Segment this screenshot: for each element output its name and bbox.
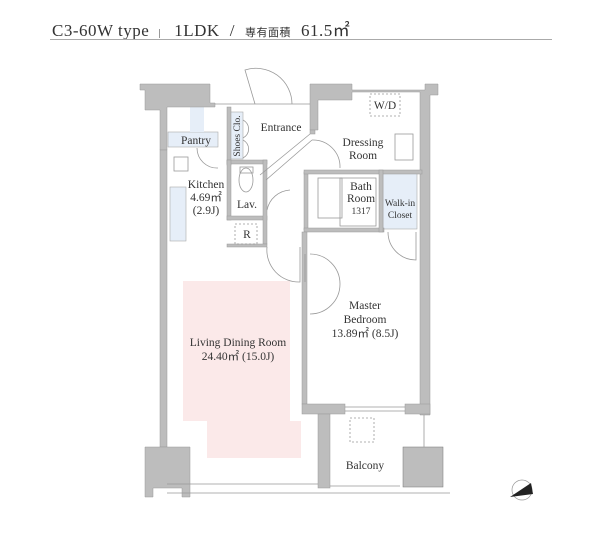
- north-arrow-icon: [510, 479, 533, 501]
- area-value: 61.5㎡: [300, 21, 351, 40]
- label-walkin-1: Walk-in: [385, 199, 416, 209]
- label-bath-2: Room: [347, 193, 375, 205]
- label-pantry: Pantry: [181, 135, 211, 147]
- label-master-area: 13.89㎡ (8.5J): [332, 327, 399, 340]
- type-name: C3-60W type: [52, 21, 150, 40]
- slash: /: [229, 21, 235, 40]
- label-bath-size: 1317: [352, 207, 371, 217]
- label-lav: Lav.: [237, 199, 257, 211]
- label-balcony: Balcony: [346, 460, 385, 472]
- ldr-floor: [183, 281, 301, 458]
- divider: [159, 29, 161, 38]
- label-dressing-2: Room: [349, 150, 377, 162]
- label-shoes-closet: Shoes Clo.: [233, 115, 243, 156]
- layout-type: 1LDK: [174, 21, 220, 40]
- plan-header: C3-60W type 1LDK / 専有面積 61.5㎡: [52, 16, 350, 41]
- walls: [139, 83, 444, 498]
- label-walkin-2: Closet: [388, 211, 413, 221]
- label-entrance: Entrance: [261, 122, 302, 134]
- label-r: R: [243, 229, 251, 241]
- label-wd: W/D: [374, 100, 396, 112]
- area-label: 専有面積: [244, 27, 291, 39]
- label-kitchen-j: (2.9J): [193, 205, 220, 217]
- header-rule: [50, 39, 552, 40]
- label-kitchen: Kitchen: [188, 179, 225, 191]
- label-bath-1: Bath: [350, 181, 372, 193]
- label-kitchen-area: 4.69㎡: [190, 191, 222, 204]
- label-master-1: Master: [349, 300, 381, 312]
- label-ldr: Living Dining Room: [190, 337, 287, 349]
- kitchen-counter: [169, 186, 187, 242]
- label-ldr-area: 24.40㎡ (15.0J): [202, 350, 275, 363]
- label-master-2: Bedroom: [344, 314, 387, 326]
- label-dressing-1: Dressing: [343, 137, 384, 149]
- fixtures: [167, 67, 450, 494]
- walkin-fill: [382, 172, 418, 230]
